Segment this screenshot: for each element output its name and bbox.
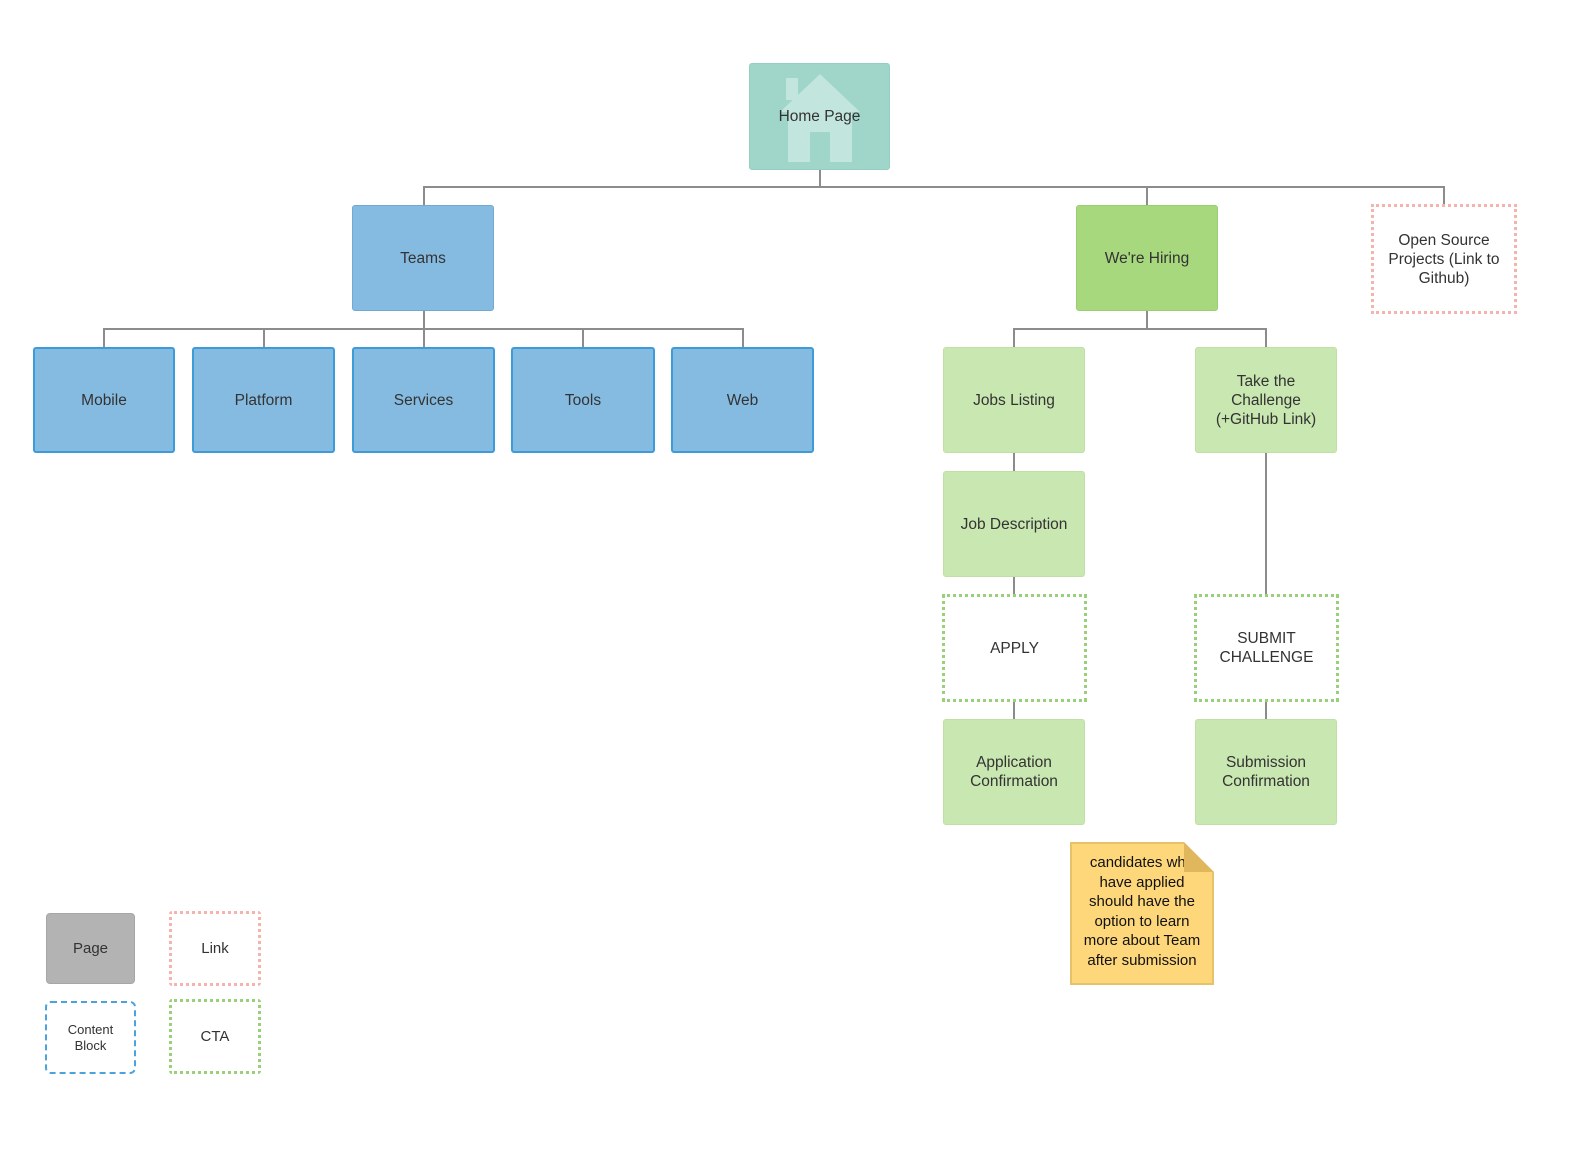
- connector-teams-children: [103, 311, 744, 347]
- submit-challenge-cta-node: SUBMIT CHALLENGE: [1194, 594, 1339, 702]
- house-icon: [780, 74, 860, 162]
- note-fold-corner: [1184, 842, 1214, 872]
- team-platform-node: Platform: [192, 347, 335, 453]
- application-confirmation-node: Application Confirmation: [943, 719, 1085, 825]
- legend-content-block: Content Block: [45, 1001, 136, 1074]
- legend-page: Page: [46, 913, 135, 984]
- home-page-node: Home Page: [749, 63, 890, 170]
- submission-confirmation-node: Submission Confirmation: [1195, 719, 1337, 825]
- legend-link: Link: [169, 911, 261, 986]
- take-the-challenge-node: Take the Challenge (+GitHub Link): [1195, 347, 1337, 453]
- job-description-node: Job Description: [943, 471, 1085, 577]
- legend-cta: CTA: [169, 999, 261, 1074]
- open-source-link-node: Open Source Projects (Link to Github): [1371, 204, 1517, 314]
- sticky-note: candidates who have applied should have …: [1070, 842, 1214, 985]
- jobs-listing-node: Jobs Listing: [943, 347, 1085, 453]
- team-mobile-node: Mobile: [33, 347, 175, 453]
- connector-hiring-children: [1013, 311, 1267, 347]
- teams-node: Teams: [352, 205, 494, 311]
- team-web-node: Web: [671, 347, 814, 453]
- apply-cta-node: APPLY: [942, 594, 1087, 702]
- sticky-note-text: candidates who have applied should have …: [1083, 854, 1201, 969]
- were-hiring-node: We're Hiring: [1076, 205, 1218, 311]
- team-tools-node: Tools: [511, 347, 655, 453]
- connector-home-children: [423, 170, 1445, 205]
- team-services-node: Services: [352, 347, 495, 453]
